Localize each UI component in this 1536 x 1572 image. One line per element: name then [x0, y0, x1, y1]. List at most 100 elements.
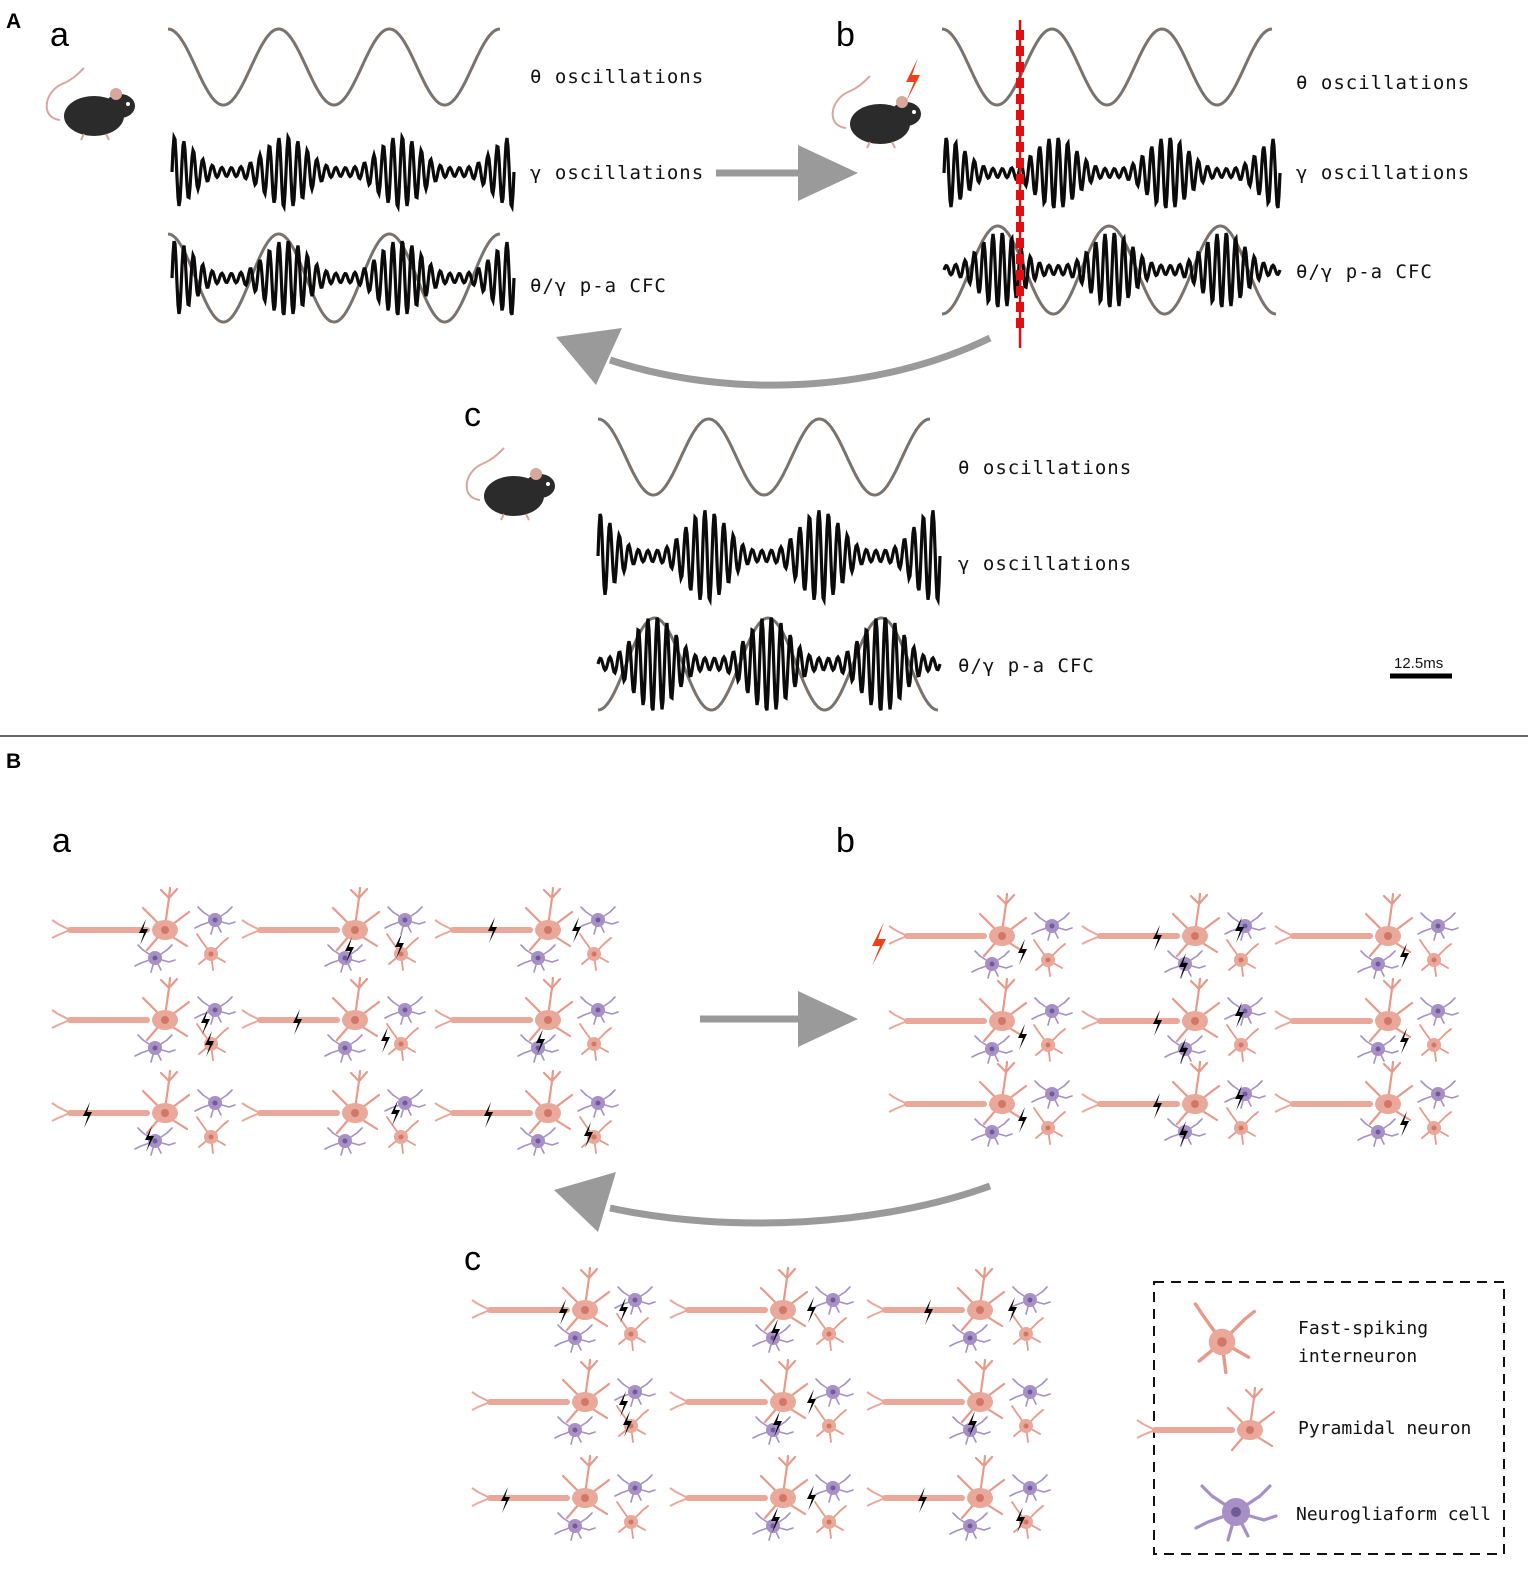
- neurogliaform-cell-icon: [1009, 1286, 1051, 1315]
- fast-spiking-interneuron-icon: [1226, 939, 1259, 977]
- fast-spiking-interneuron-icon: [386, 1023, 419, 1061]
- neurogliaform-cell-icon: [971, 950, 1013, 979]
- neurogliaform-cell-icon: [324, 1034, 366, 1063]
- fast-spiking-interneuron-icon: [616, 1501, 649, 1539]
- neurogliaform-cell-icon: [614, 1474, 656, 1503]
- pyramidal-neuron-icon: [242, 888, 379, 950]
- neuron-cluster: [1275, 894, 1459, 979]
- neuron-cluster: [867, 1456, 1051, 1541]
- label-theta-c: θ oscillations: [958, 457, 1132, 479]
- legend-neurogliaform-icon: [1194, 1484, 1278, 1542]
- neurogliaform-cell-icon: [384, 996, 426, 1025]
- cfc-theta-wave-b: [941, 224, 1277, 316]
- neuron-cluster: [889, 979, 1073, 1064]
- mouse-icon: [45, 67, 136, 141]
- neurogliaform-cell-icon: [517, 1127, 559, 1156]
- neurogliaform-cell-icon: [577, 996, 619, 1025]
- panel-letter-b: B: [6, 750, 21, 773]
- group-a-a: a θ oscillations γ oscillations θ/γ p-a …: [45, 16, 704, 324]
- pyramidal-neuron-icon: [242, 978, 379, 1040]
- neuron-cluster: [670, 1360, 854, 1445]
- fast-spiking-interneuron-icon: [1419, 1107, 1452, 1145]
- pyramidal-neuron-icon: [435, 888, 572, 950]
- neurogliaform-cell-icon: [577, 1089, 619, 1118]
- label-gamma-c: γ oscillations: [958, 553, 1132, 575]
- cfc-gamma-wave-a: [170, 240, 516, 316]
- stimulus-lightning-icon: [872, 922, 886, 966]
- pyramidal-neuron-icon: [472, 1456, 609, 1518]
- fast-spiking-interneuron-icon: [1226, 1107, 1259, 1145]
- neurogliaform-cell-icon: [1031, 912, 1073, 941]
- pyramidal-neuron-icon: [889, 1062, 1026, 1124]
- neuron-grid-c: [472, 1268, 1051, 1541]
- pyramidal-neuron-icon: [1275, 1062, 1412, 1124]
- neurogliaform-cell-icon: [812, 1474, 854, 1503]
- pyramidal-neuron-icon: [1082, 894, 1219, 956]
- mouse-icon: [831, 75, 922, 149]
- pyramidal-neuron-icon: [889, 894, 1026, 956]
- neurogliaform-cell-icon: [752, 1416, 794, 1445]
- neurogliaform-cell-icon: [1009, 1378, 1051, 1407]
- fast-spiking-interneuron-icon: [1033, 939, 1066, 977]
- neurogliaform-cell-icon: [812, 1378, 854, 1407]
- neuron-cluster: [435, 978, 619, 1063]
- neurogliaform-cell-icon: [577, 906, 619, 935]
- pyramidal-neuron-icon: [52, 1071, 189, 1133]
- neurogliaform-cell-icon: [1357, 1118, 1399, 1147]
- fast-spiking-interneuron-icon: [196, 933, 229, 971]
- panel-b: B a b c Fast-spiking interneuron Pyramid…: [6, 750, 1505, 1555]
- label-gamma-b: γ oscillations: [1296, 162, 1470, 184]
- neuron-cluster: [1275, 979, 1459, 1064]
- pyramidal-neuron-icon: [472, 1360, 609, 1422]
- spike-lightning-icon: [381, 1027, 390, 1053]
- fast-spiking-interneuron-icon: [814, 1313, 847, 1351]
- neuron-cluster: [435, 888, 619, 973]
- sub-letter-a-b: b: [836, 16, 855, 54]
- fast-spiking-interneuron-icon: [1033, 1024, 1066, 1062]
- neurogliaform-cell-icon: [812, 1286, 854, 1315]
- arrow-curved-b: [554, 1172, 992, 1232]
- neuron-cluster: [242, 978, 426, 1063]
- group-a-c: c θ oscillations γ oscillations θ/γ p-a …: [464, 396, 1132, 712]
- neurogliaform-cell-icon: [1031, 1080, 1073, 1109]
- neurogliaform-cell-icon: [384, 1089, 426, 1118]
- cfc-gamma-wave-b: [942, 232, 1282, 308]
- fast-spiking-interneuron-icon: [1419, 1024, 1452, 1062]
- label-gamma-a: γ oscillations: [530, 162, 704, 184]
- neuron-cluster: [1082, 1062, 1266, 1147]
- spike-lightning-icon: [1018, 939, 1027, 965]
- pyramidal-neuron-icon: [1082, 979, 1219, 1041]
- neurogliaform-cell-icon: [384, 906, 426, 935]
- neurogliaform-cell-icon: [1031, 997, 1073, 1026]
- neuron-cluster: [670, 1268, 854, 1353]
- neurogliaform-cell-icon: [1417, 912, 1459, 941]
- pyramidal-neuron-icon: [867, 1456, 1004, 1518]
- legend: Fast-spiking interneuron Pyramidal neuro…: [1137, 1281, 1505, 1555]
- pyramidal-neuron-icon: [670, 1268, 807, 1330]
- neuron-cluster: [52, 1071, 236, 1156]
- neurogliaform-cell-icon: [134, 1127, 176, 1156]
- label-theta-a: θ oscillations: [530, 66, 704, 88]
- neuron-cluster: [889, 1062, 1073, 1147]
- neuron-cluster: [867, 1268, 1051, 1353]
- fast-spiking-interneuron-icon: [196, 1116, 229, 1154]
- spike-lightning-icon: [807, 1389, 816, 1415]
- group-a-b: b θ oscillations γ oscillations θ/γ p-a …: [831, 16, 1470, 348]
- gamma-wave-c: [596, 510, 942, 607]
- neuron-cluster: [1082, 979, 1266, 1064]
- neurogliaform-cell-icon: [134, 944, 176, 973]
- neuron-grid-a: [52, 888, 619, 1156]
- neurogliaform-cell-icon: [971, 1118, 1013, 1147]
- neuron-cluster: [52, 978, 236, 1063]
- sub-letter-a-c: c: [464, 396, 481, 434]
- fast-spiking-interneuron-icon: [1226, 1024, 1259, 1062]
- arrow-right-a: [716, 145, 858, 201]
- stimulus-lightning-icon: [906, 58, 920, 102]
- spike-lightning-icon: [807, 1297, 816, 1323]
- sub-letter-a-a: a: [50, 16, 69, 54]
- neuron-cluster: [242, 1071, 426, 1156]
- panel-letter-a: A: [6, 10, 21, 33]
- theta-wave-c: [597, 417, 931, 497]
- label-cfc-a: θ/γ p-a CFC: [530, 275, 667, 297]
